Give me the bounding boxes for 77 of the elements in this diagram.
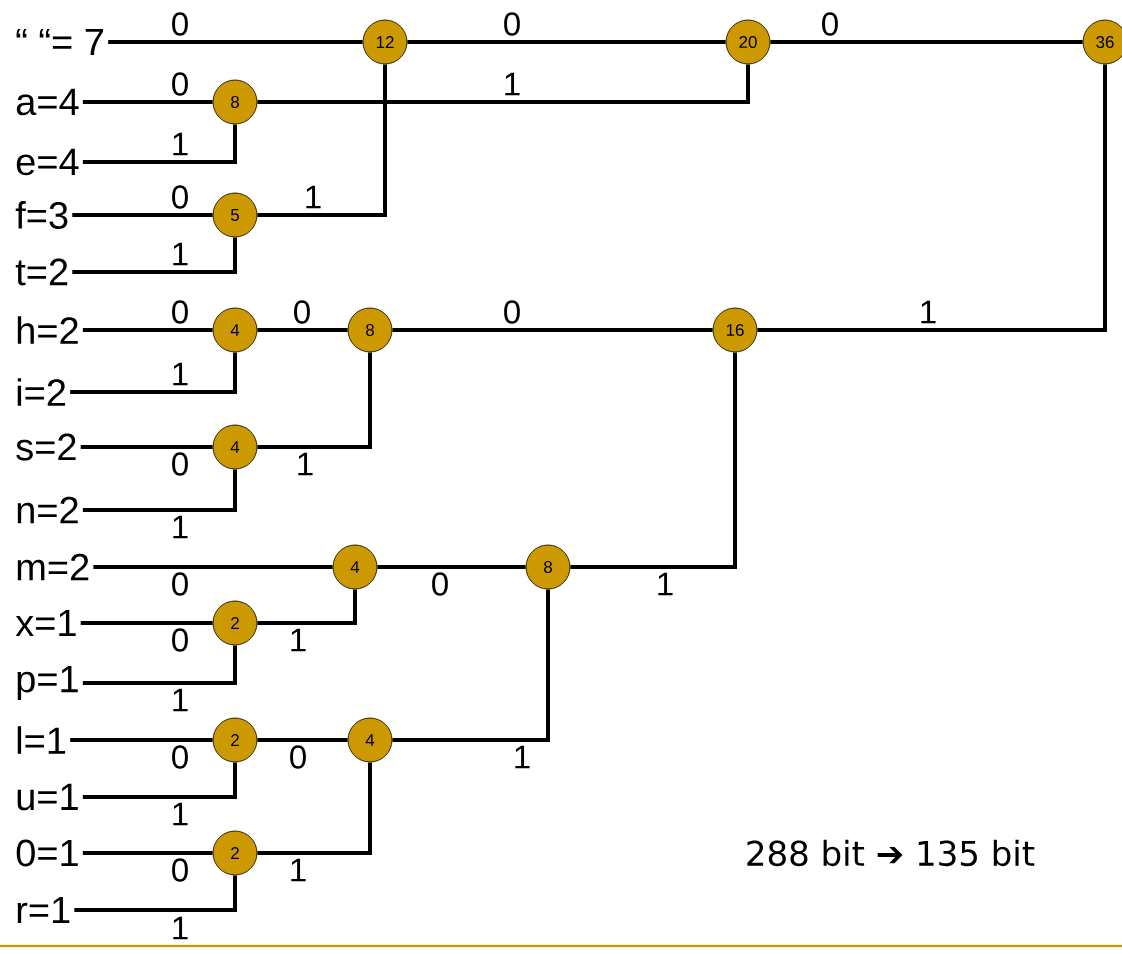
- tree-branch: [108, 40, 363, 44]
- frequency-label: x=1: [15, 609, 76, 637]
- tree-branch: [82, 469, 237, 512]
- frequency-label: s=2: [16, 433, 76, 461]
- tree-branch: [80, 621, 213, 625]
- bit-label: 0: [287, 744, 309, 770]
- bit-label: 1: [287, 627, 309, 653]
- tree-branch: [82, 328, 213, 332]
- tree-branch: [72, 213, 213, 217]
- tree-branch: [257, 328, 348, 332]
- bit-label: 0: [169, 857, 191, 883]
- bit-label: 1: [302, 184, 324, 210]
- tree-branch: [93, 565, 333, 569]
- tree-branch: [80, 445, 213, 449]
- bit-label: 1: [501, 71, 523, 97]
- frequency-label: n=2: [17, 496, 78, 524]
- tree-branch: [770, 40, 1083, 44]
- bit-label: 1: [169, 915, 191, 941]
- bit-label: 1: [169, 241, 191, 267]
- tree-branch: [407, 40, 726, 44]
- bit-label: 0: [169, 451, 191, 477]
- tree-branch: [82, 762, 237, 799]
- bit-label: 0: [501, 11, 523, 37]
- frequency-label: e=4: [16, 148, 79, 176]
- tree-branch: [82, 100, 213, 104]
- bit-label: 1: [917, 299, 939, 325]
- frequency-label: p=1: [17, 666, 78, 701]
- frequency-label: t=2: [15, 258, 68, 286]
- tree-branch: [570, 352, 737, 569]
- tree-branch: [70, 352, 237, 394]
- bit-label: 1: [294, 451, 316, 477]
- bit-label: 1: [654, 571, 676, 597]
- bit-label: 0: [169, 71, 191, 97]
- bit-label: 1: [169, 801, 191, 827]
- tree-branch: [70, 738, 213, 742]
- bit-label: 1: [287, 857, 309, 883]
- tree-branch: [377, 565, 526, 569]
- frequency-label: l=1: [17, 726, 66, 754]
- bit-label: 0: [169, 627, 191, 653]
- tree-branch: [72, 237, 237, 274]
- frequency-label: r=1: [17, 896, 70, 924]
- tree-branch: [392, 328, 713, 332]
- bit-label: 0: [291, 299, 313, 325]
- tree-branch: [82, 124, 237, 164]
- bit-label: 0: [501, 299, 523, 325]
- tree-branch: [257, 352, 372, 449]
- frequency-label: m=2: [17, 553, 89, 581]
- bit-label: 1: [169, 514, 191, 540]
- frequency-label: 0=1: [16, 839, 78, 867]
- frequency-label: h=2: [17, 316, 78, 344]
- bit-label: 0: [169, 744, 191, 770]
- bit-label: 0: [169, 299, 191, 325]
- frequency-label: f=3: [15, 201, 68, 229]
- bit-label: 0: [429, 571, 451, 597]
- bit-label: 1: [511, 744, 533, 770]
- tree-branch: [257, 64, 750, 104]
- tree-branch: [257, 589, 357, 625]
- bit-label: 0: [169, 11, 191, 37]
- tree-branch: [392, 589, 550, 742]
- bit-label: 1: [169, 361, 191, 387]
- tree-branch: [257, 64, 387, 217]
- frequency-label: a=4: [16, 88, 79, 116]
- bit-label: 0: [819, 11, 841, 37]
- bit-label: 0: [169, 571, 191, 597]
- tree-branch: [257, 762, 372, 855]
- bit-label: 1: [169, 131, 191, 157]
- frequency-label: u=1: [17, 783, 78, 811]
- tree-branch: [257, 738, 348, 742]
- tree-branch: [74, 875, 237, 912]
- frequency-label: “ “= 7: [16, 28, 103, 56]
- tree-branch: [757, 64, 1107, 332]
- tree-branch: [82, 851, 213, 855]
- frequency-label: i=2: [17, 378, 66, 406]
- tree-branch: [82, 645, 237, 685]
- bit-label: 1: [169, 687, 191, 713]
- compression-note: 288 bit ➔ 135 bit: [747, 839, 1035, 867]
- bit-label: 0: [169, 184, 191, 210]
